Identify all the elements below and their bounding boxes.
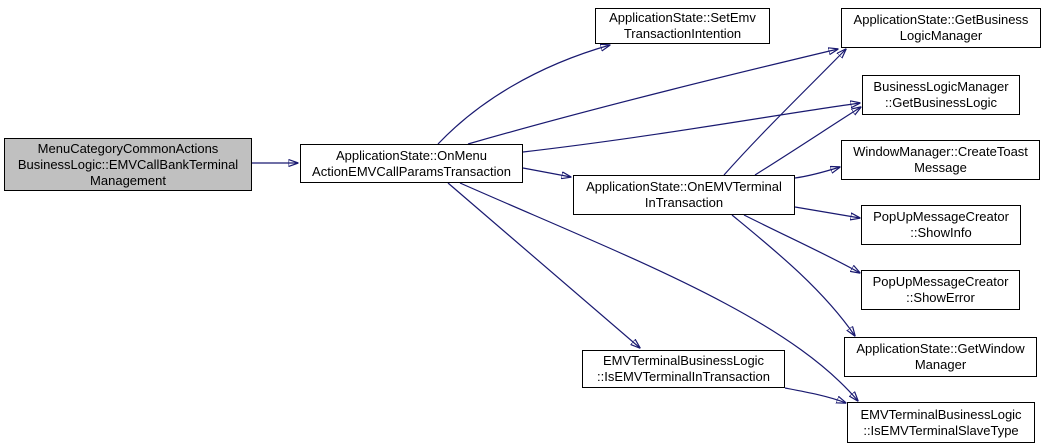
edge-on-emv-terminal-to-get-window-manager bbox=[731, 214, 855, 336]
node-label: EMVTerminalBusinessLogic ::IsEMVTerminal… bbox=[860, 406, 1022, 438]
node-show-error[interactable]: PopUpMessageCreator ::ShowError bbox=[861, 270, 1020, 310]
edge-on-menu-action-to-is-emv-terminal-slave-type bbox=[459, 182, 858, 401]
node-set-emv-transaction-intention[interactable]: ApplicationState::SetEmv TransactionInte… bbox=[595, 8, 770, 44]
edge-on-emv-terminal-to-create-toast bbox=[794, 167, 840, 179]
edge-on-menu-action-to-set-emv bbox=[437, 45, 610, 145]
node-label: ApplicationState::GetWindow Manager bbox=[856, 341, 1025, 372]
edge-on-menu-action-to-on-emv-terminal bbox=[522, 167, 571, 177]
node-show-info[interactable]: PopUpMessageCreator ::ShowInfo bbox=[861, 205, 1021, 245]
node-create-toast-message[interactable]: WindowManager::CreateToast Message bbox=[841, 140, 1040, 180]
node-on-menu-action-emv-call-params-transaction[interactable]: ApplicationState::OnMenu ActionEMVCallPa… bbox=[300, 144, 523, 183]
node-get-business-logic-manager[interactable]: ApplicationState::GetBusiness LogicManag… bbox=[841, 8, 1041, 48]
node-get-window-manager[interactable]: ApplicationState::GetWindow Manager bbox=[844, 337, 1037, 377]
node-menu-category-common-actions: MenuCategoryCommonActions BusinessLogic:… bbox=[4, 138, 252, 191]
node-label: WindowManager::CreateToast Message bbox=[853, 144, 1028, 175]
node-get-business-logic[interactable]: BusinessLogicManager ::GetBusinessLogic bbox=[862, 75, 1020, 115]
node-label: ApplicationState::GetBusiness LogicManag… bbox=[853, 12, 1029, 43]
edge-on-emv-terminal-to-get-business-logic-manager bbox=[723, 49, 846, 176]
node-is-emv-terminal-in-transaction[interactable]: EMVTerminalBusinessLogic ::IsEMVTerminal… bbox=[582, 350, 785, 388]
edge-on-emv-terminal-to-show-info bbox=[794, 206, 860, 218]
node-label: ApplicationState::SetEmv TransactionInte… bbox=[609, 10, 756, 41]
node-on-emv-terminal-in-transaction[interactable]: ApplicationState::OnEMVTerminal InTransa… bbox=[573, 175, 795, 215]
edge-on-menu-action-to-get-business-logic-manager bbox=[467, 49, 838, 145]
edge-on-menu-action-to-is-emv-terminal-in-transaction bbox=[447, 182, 640, 348]
node-label: ApplicationState::OnEMVTerminal InTransa… bbox=[586, 179, 782, 210]
node-is-emv-terminal-slave-type[interactable]: EMVTerminalBusinessLogic ::IsEMVTerminal… bbox=[847, 402, 1035, 443]
edge-on-emv-terminal-to-get-business-logic bbox=[754, 107, 861, 176]
node-label: PopUpMessageCreator ::ShowInfo bbox=[873, 209, 1009, 240]
edge-is-in-transaction-to-slave-type bbox=[784, 387, 846, 403]
edge-on-emv-terminal-to-show-error bbox=[743, 214, 860, 273]
node-label: ApplicationState::OnMenu ActionEMVCallPa… bbox=[312, 147, 511, 179]
node-label: BusinessLogicManager ::GetBusinessLogic bbox=[873, 79, 1009, 110]
node-label: EMVTerminalBusinessLogic ::IsEMVTerminal… bbox=[597, 353, 770, 384]
edge-on-menu-action-to-get-business-logic bbox=[522, 103, 860, 153]
node-label: PopUpMessageCreator ::ShowError bbox=[872, 274, 1009, 305]
node-label: MenuCategoryCommonActions BusinessLogic:… bbox=[17, 140, 239, 188]
